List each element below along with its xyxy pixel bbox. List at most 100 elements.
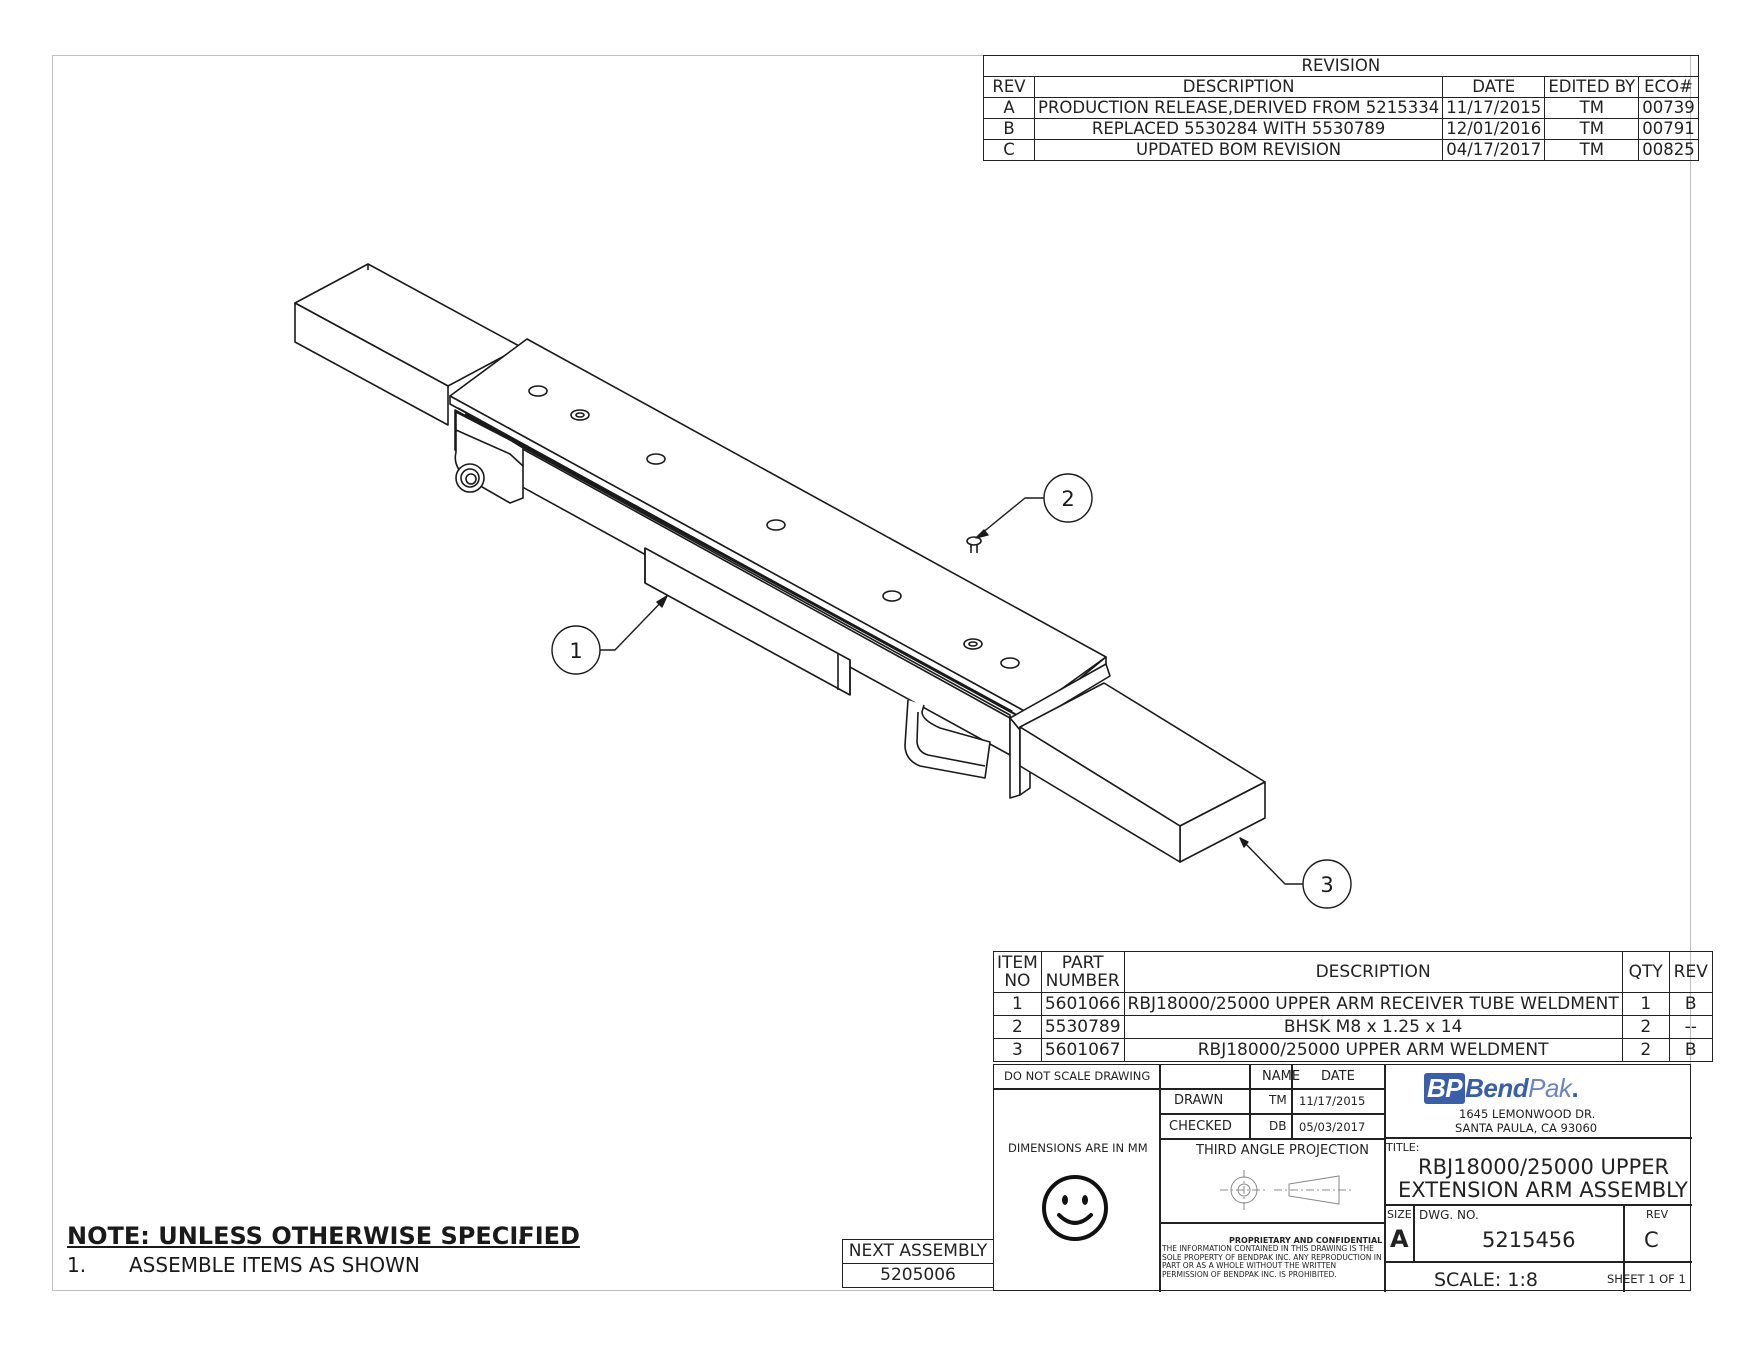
eco-cell: 00739 [1638, 97, 1699, 119]
third-angle-projection-icon [1220, 1170, 1354, 1210]
description-header: DESCRIPTION [1033, 76, 1444, 98]
bom-rev-cell: B [1668, 992, 1713, 1016]
title-block: DO NOT SCALE DRAWING DIMENSIONS ARE IN M… [993, 1064, 1692, 1292]
date-header: DATE [1442, 76, 1546, 98]
description-cell: PRODUCTION RELEASE,DERIVED FROM 5215334 [1033, 97, 1444, 119]
table-row: B REPLACED 5530284 WITH 5530789 12/01/20… [983, 118, 1699, 140]
table-row: C UPDATED BOM REVISION 04/17/2017 TM 008… [983, 139, 1699, 161]
drawing-title-line-2: EXTENSION ARM ASSEMBLY [1398, 1178, 1688, 1202]
edited-by-header: EDITED BY [1544, 76, 1640, 98]
bill-of-materials: ITEM NO PART NUMBER DESCRIPTION QTY REV … [993, 951, 1713, 1062]
note-number: 1. [67, 1253, 87, 1277]
table-row: 2 5530789 BHSK M8 x 1.25 x 14 2 -- [993, 1015, 1713, 1039]
title-label: TITLE: [1386, 1141, 1420, 1154]
item-no-cell: 3 [993, 1038, 1042, 1062]
upper-arm-tube-left [294, 263, 522, 426]
drawn-name: TM [1269, 1093, 1287, 1107]
table-row: 3 5601067 RBJ18000/25000 UPPER ARM WELDM… [993, 1038, 1713, 1062]
description-cell: REPLACED 5530284 WITH 5530789 [1033, 118, 1444, 140]
bom-rev-cell: -- [1668, 1015, 1713, 1039]
notes-heading-period: . [517, 1222, 527, 1250]
proprietary-text: THE INFORMATION CONTAINED IN THIS DRAWIN… [1162, 1244, 1382, 1279]
name-label: NAME [1262, 1069, 1301, 1084]
sheet-size: A [1390, 1225, 1409, 1253]
date-label: DATE [1321, 1069, 1355, 1084]
date-cell: 04/17/2017 [1442, 139, 1546, 161]
item-no-cell: 2 [993, 1015, 1042, 1039]
item-no-header: ITEM NO [993, 951, 1042, 993]
bom-rev-header: REV [1668, 951, 1713, 993]
edited-by-cell: TM [1544, 139, 1640, 161]
note-item: 1. ASSEMBLE ITEMS AS SHOWN [67, 1253, 420, 1277]
rev-header: REV [983, 76, 1035, 98]
smiley-icon [1042, 1175, 1108, 1241]
part-number-cell: 5601067 [1040, 1038, 1125, 1062]
company-dot: . [1571, 1073, 1579, 1103]
plate-holes [528, 385, 1020, 669]
address-line-1: 1645 LEMONWOOD DR. [1459, 1107, 1596, 1121]
revision-title: REVISION [983, 55, 1699, 77]
revision-header-row: REV DESCRIPTION DATE EDITED BY ECO# [983, 76, 1699, 98]
part-number-cell: 5530789 [1040, 1015, 1125, 1039]
eco-cell: 00791 [1638, 118, 1699, 140]
next-assembly-table: NEXT ASSEMBLY 5205006 [842, 1239, 994, 1288]
bom-description-cell: BHSK M8 x 1.25 x 14 [1123, 1015, 1623, 1039]
rev-cell: A [983, 97, 1035, 119]
date-cell: 11/17/2015 [1442, 97, 1546, 119]
balloon-3-label: 3 [1320, 873, 1333, 897]
qty-header: QTY [1621, 951, 1670, 993]
table-row: A PRODUCTION RELEASE,DERIVED FROM 521533… [983, 97, 1699, 119]
company-name-bend: Bend [1465, 1073, 1529, 1103]
eco-header: ECO# [1638, 76, 1699, 98]
dimensions-note: DIMENSIONS ARE IN MM [1008, 1141, 1148, 1155]
rev-cell: B [983, 118, 1035, 140]
notes-heading: NOTE: UNLESS OTHERWISE SPECIFIED [67, 1222, 580, 1250]
edited-by-cell: TM [1544, 97, 1640, 119]
qty-cell: 1 [1621, 992, 1670, 1016]
bom-header-row: ITEM NO PART NUMBER DESCRIPTION QTY REV [993, 951, 1713, 993]
bom-rev-cell: B [1668, 1038, 1713, 1062]
eco-cell: 00825 [1638, 139, 1699, 161]
date-cell: 12/01/2016 [1442, 118, 1546, 140]
balloon-1-label: 1 [569, 639, 582, 663]
drawn-label: DRAWN [1174, 1093, 1224, 1108]
drawing-number: 5215456 [1482, 1228, 1576, 1252]
bom-description-cell: RBJ18000/25000 UPPER ARM RECEIVER TUBE W… [1123, 992, 1623, 1016]
bolt-item [966, 536, 982, 553]
company-name-pak: Pak [1528, 1073, 1572, 1103]
bp-mark: BP [1424, 1073, 1466, 1104]
table-row: 1 5601066 RBJ18000/25000 UPPER ARM RECEI… [993, 992, 1713, 1016]
do-not-scale-label: DO NOT SCALE DRAWING [1004, 1069, 1151, 1083]
balloon-2-label: 2 [1061, 487, 1074, 511]
projection-label: THIRD ANGLE PROJECTION [1196, 1143, 1369, 1158]
current-revision: C [1644, 1228, 1659, 1252]
receiver-tube-body [454, 409, 1011, 779]
bom-description-cell: RBJ18000/25000 UPPER ARM WELDMENT [1123, 1038, 1623, 1062]
item-no-cell: 1 [993, 992, 1042, 1016]
checked-label: CHECKED [1169, 1119, 1232, 1134]
drawing-sheet-border [52, 55, 1691, 1291]
pin-bracket [454, 411, 524, 504]
checked-name: DB [1269, 1119, 1287, 1133]
part-number-cell: 5601066 [1040, 992, 1125, 1016]
part-number-header: PART NUMBER [1040, 951, 1125, 993]
next-assembly-value: 5205006 [842, 1263, 994, 1288]
sheet-count: SHEET 1 OF 1 [1607, 1272, 1686, 1286]
address-line-2: SANTA PAULA, CA 93060 [1455, 1121, 1598, 1135]
revision-table: REVISION REV DESCRIPTION DATE EDITED BY … [983, 55, 1699, 161]
drawn-date: 11/17/2015 [1299, 1094, 1366, 1108]
scale-label: SCALE: 1:8 [1434, 1269, 1538, 1291]
next-assembly-label: NEXT ASSEMBLY [842, 1239, 994, 1264]
rev-cell: C [983, 139, 1035, 161]
qty-cell: 2 [1621, 1015, 1670, 1039]
description-cell: UPDATED BOM REVISION [1033, 139, 1444, 161]
dwg-no-label: DWG. NO. [1419, 1208, 1479, 1222]
edited-by-cell: TM [1544, 118, 1640, 140]
upper-arm-tube-right [1019, 682, 1266, 863]
note-text: ASSEMBLE ITEMS AS SHOWN [129, 1253, 420, 1277]
size-label: SIZE [1387, 1208, 1412, 1221]
balloon-leaders [551, 473, 1352, 909]
rev-label: REV [1646, 1208, 1669, 1221]
checked-date: 05/03/2017 [1299, 1120, 1366, 1134]
